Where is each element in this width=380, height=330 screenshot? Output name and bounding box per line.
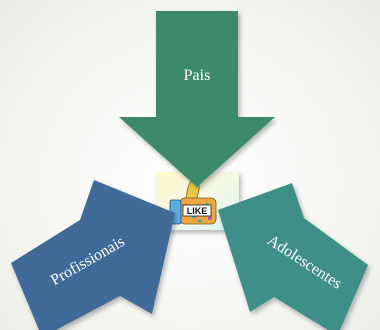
like-badge xyxy=(182,204,212,217)
arrow-pais-shape xyxy=(119,11,275,187)
arrow-profissionais: Profissionais xyxy=(11,180,175,330)
arrow-pais: Pais xyxy=(119,11,275,187)
like-badge-text: LIKE xyxy=(187,206,208,216)
arrow-profissionais-shape xyxy=(11,180,175,330)
arrow-adolescentes: Adolescentes xyxy=(218,183,368,330)
arrow-adolescentes-shape xyxy=(218,183,368,330)
arrow-pais-label: Pais xyxy=(184,67,211,84)
